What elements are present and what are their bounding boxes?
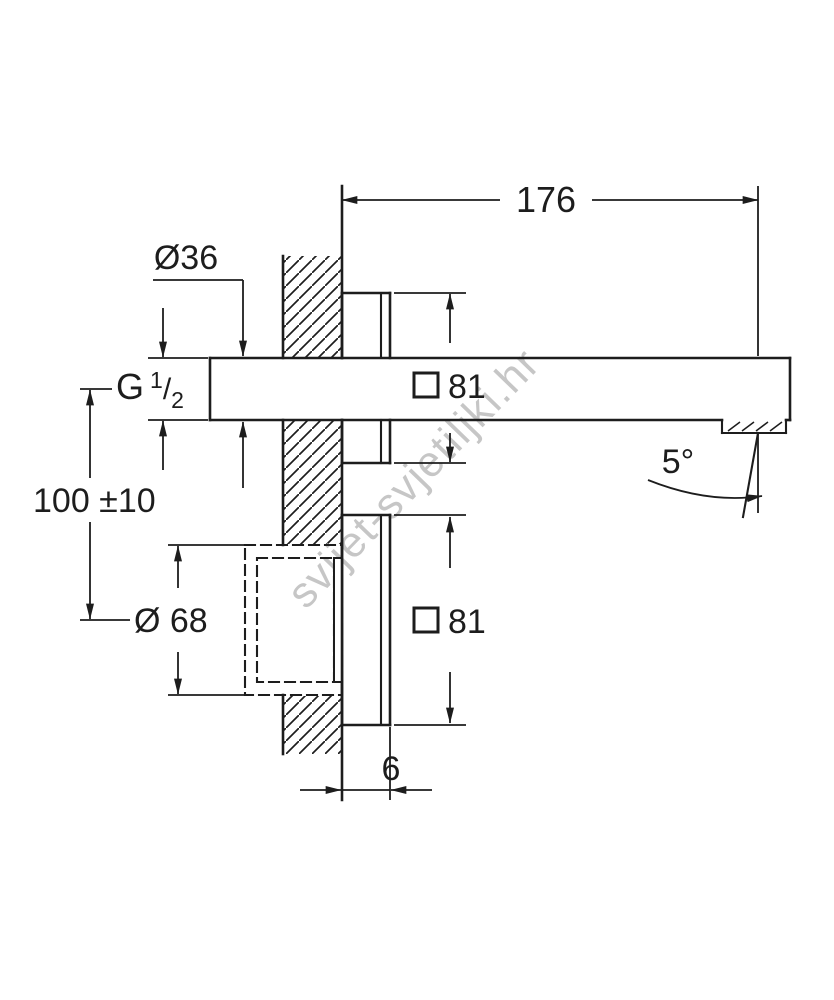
wall-hatch-middle [284, 421, 341, 544]
outlet-hatch-tick [741, 421, 755, 432]
concealed-body-outline [243, 543, 344, 697]
outlet-hatch-tick [769, 421, 783, 432]
wall-hatch-lower [284, 696, 341, 754]
plate-thickness-label: 6 [382, 750, 401, 788]
outlet-hatch-tick [727, 421, 741, 432]
dimension-upper-plate-size: 81 [394, 292, 486, 464]
upper-plate-fill [342, 293, 390, 463]
thread-prefix: G [116, 366, 144, 407]
dimension-body-diameter: Ø 68 [134, 544, 245, 696]
dimension-lower-plate-size: 81 [394, 514, 486, 726]
body-diameter-label: Ø 68 [134, 602, 208, 640]
wall-hatch-upper [284, 256, 341, 357]
dimension-mounting-height: 100 ±10 [33, 388, 156, 621]
dimension-spout-length: 176 [341, 179, 759, 356]
outlet-hatch-tick [755, 421, 769, 432]
wall-hatching [284, 256, 341, 754]
upper-wall-plate [340, 291, 392, 465]
mounting-height-label: 100 ±10 [33, 482, 156, 520]
dimension-spout-angle: 5° [647, 431, 763, 519]
angle-arc [647, 479, 763, 503]
concealed-body-fill [245, 545, 342, 695]
spout-angle-label: 5° [662, 443, 695, 481]
dimension-pipe-diameter: Ø36 [153, 239, 247, 488]
thread-slash: / [163, 373, 172, 406]
pipe-diameter-label: Ø36 [154, 239, 218, 277]
spout-length-label: 176 [516, 179, 576, 220]
angled-outlet-line [741, 431, 760, 519]
pipe-spout-fill [211, 359, 789, 419]
thread-denominator: 2 [171, 387, 184, 413]
thread-numerator: 1 [150, 367, 163, 393]
upper-plate-size-label: 81 [448, 368, 486, 406]
dimension-plate-thickness: 6 [300, 727, 432, 800]
lower-plate-size-label: 81 [448, 603, 486, 641]
square-symbol [412, 606, 440, 634]
lower-wall-plate [340, 513, 392, 727]
square-symbol [412, 371, 440, 399]
pipe-and-spout [208, 356, 792, 435]
spout-outlet [720, 418, 788, 435]
